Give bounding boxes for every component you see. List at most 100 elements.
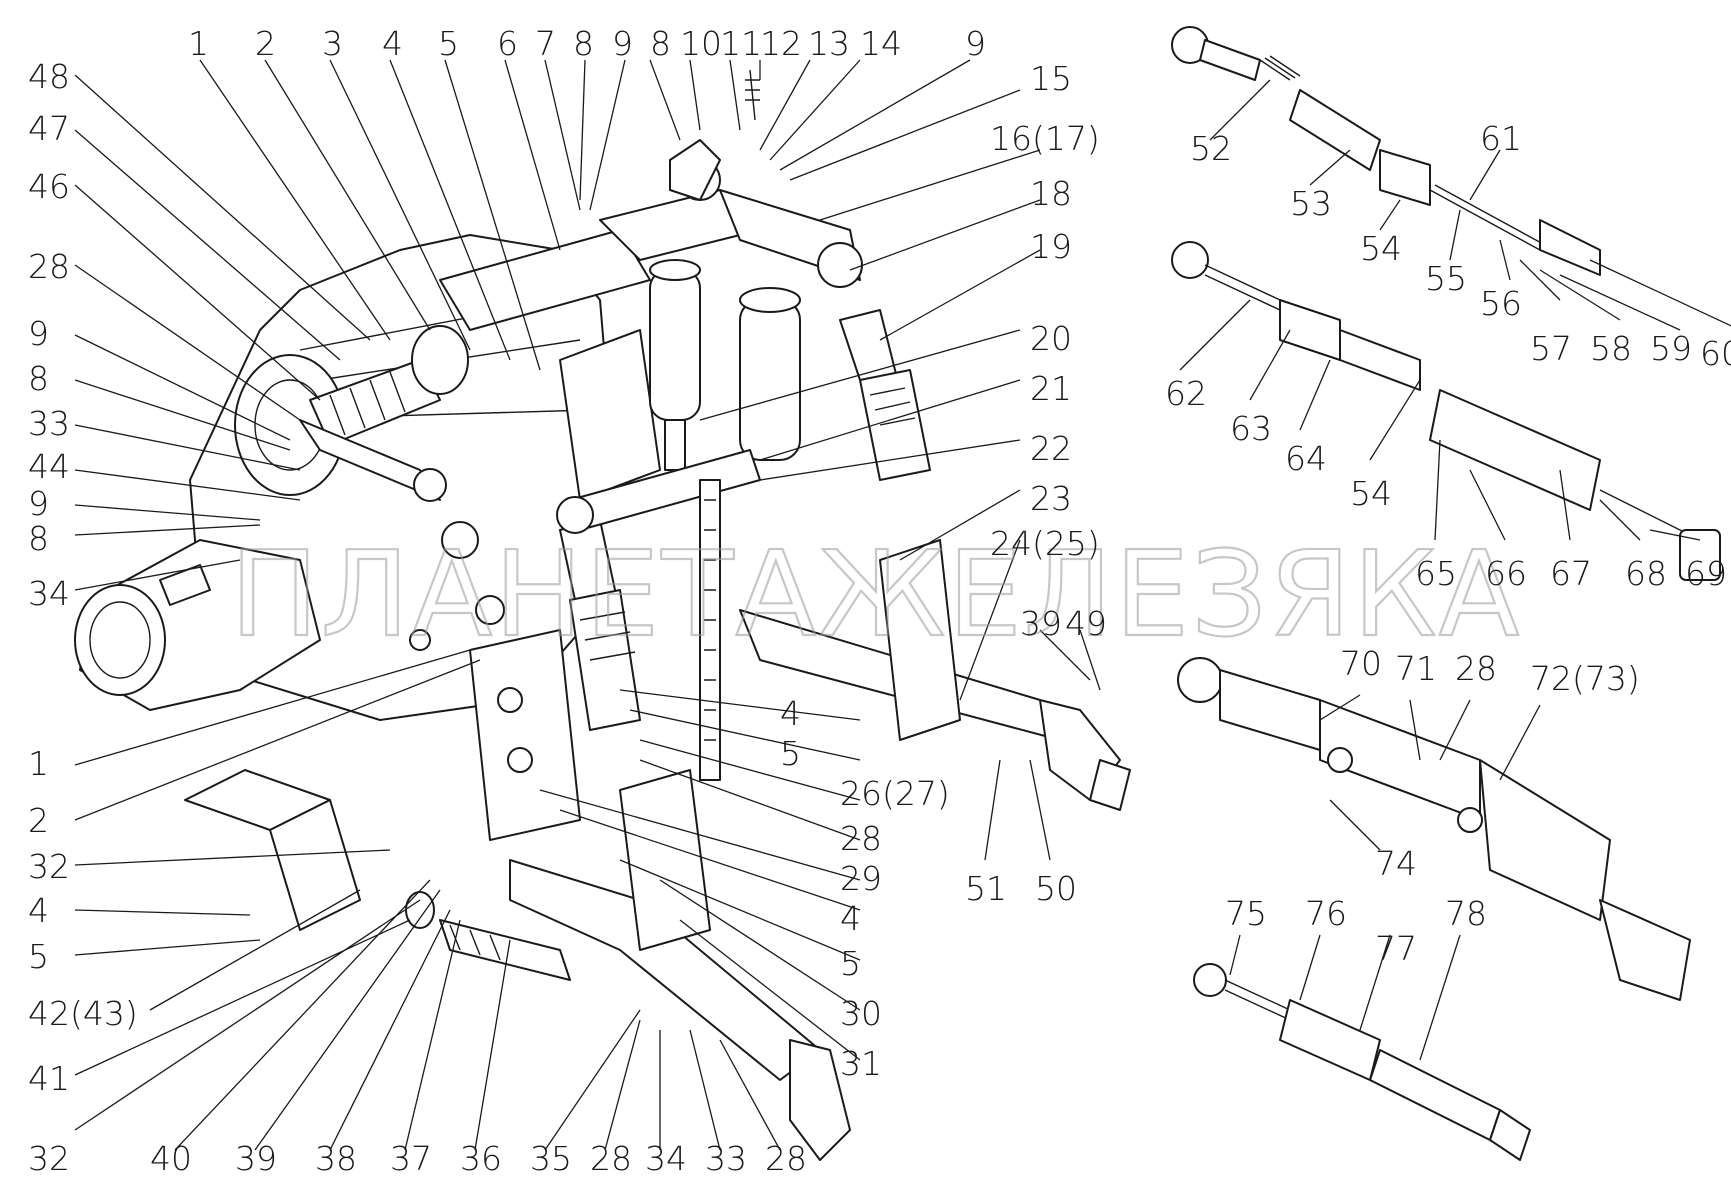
callout-label: 21 [1030, 369, 1072, 408]
callout-label: 54 [1360, 229, 1402, 268]
callout-label: 69 [1685, 554, 1727, 593]
callout-label: 15 [1030, 59, 1072, 98]
top-bracket [439, 189, 761, 501]
callout-label: 64 [1285, 439, 1327, 478]
callout-label: 8 [573, 24, 594, 63]
callout-label: 12 [760, 24, 802, 63]
callout-label: 70 [1340, 644, 1382, 683]
callout-label: 66 [1485, 554, 1527, 593]
callout-label: 39 [1020, 604, 1062, 643]
callout-label: 61 [1480, 119, 1522, 158]
callout-label: 4 [840, 899, 861, 938]
watermark-text: ПЛАНЕТАЖЕЛЕЗЯКА [230, 525, 1521, 663]
callout-label: 16(17) [990, 119, 1100, 158]
lift-cylinder-left [649, 259, 701, 471]
callout-label: 75 [1225, 894, 1267, 933]
lower-bracket-plate [184, 769, 361, 931]
callout-label: 60 [1700, 334, 1731, 373]
leader-lines [74, 59, 1731, 1151]
callout-label: 28 [765, 1139, 807, 1178]
callout-label: 8 [650, 24, 671, 63]
callout-label: 50 [1035, 869, 1077, 908]
callout-label: 33 [705, 1139, 747, 1178]
callout-label: 55 [1425, 259, 1467, 298]
callout-label: 2 [255, 24, 276, 63]
drawbar-rail [699, 479, 721, 781]
callouts-top: 1 2 3 4 5 6 7 8 9 8 10 11 12 13 14 9 15 … [188, 24, 1107, 643]
callout-label: 37 [390, 1139, 432, 1178]
callout-label: 53 [1290, 184, 1332, 223]
callout-label: 7 [535, 24, 556, 63]
callout-label: 22 [1030, 429, 1072, 468]
adjustable-rod-assembly [1171, 241, 1721, 581]
top-link-assembly [1171, 26, 1601, 276]
callout-label: 68 [1625, 554, 1667, 593]
callout-label: 9 [612, 24, 633, 63]
splined-shaft [309, 325, 469, 446]
callout-label: 35 [530, 1139, 572, 1178]
callout-label: 36 [460, 1139, 502, 1178]
callout-label: 24(25) [990, 524, 1100, 563]
callout-label: 30 [840, 994, 882, 1033]
callout-label: 34 [28, 574, 70, 613]
callout-label: 5 [438, 24, 459, 63]
callout-label: 77 [1375, 929, 1417, 968]
callouts-right: 52 53 54 55 56 57 58 59 60 61 62 63 64 5… [1165, 119, 1731, 968]
callout-label: 20 [1030, 319, 1072, 358]
callout-label: 57 [1530, 329, 1572, 368]
callout-label: 23 [1030, 479, 1072, 518]
callout-label: 9 [965, 24, 986, 63]
callout-label: 42(43) [28, 994, 138, 1033]
callout-label: 31 [840, 1044, 882, 1083]
callout-label: 54 [1350, 474, 1392, 513]
callout-label: 74 [1375, 844, 1417, 883]
callout-label: 5 [840, 944, 861, 983]
lower-link-left [509, 769, 851, 1161]
callout-label: 46 [28, 167, 70, 206]
callout-label: 28 [840, 819, 882, 858]
callout-label: 6 [497, 24, 518, 63]
callout-label: 10 [680, 24, 722, 63]
callout-label: 11 [720, 24, 762, 63]
callout-label: 48 [28, 57, 70, 96]
top-link-adjuster [669, 69, 760, 201]
callout-label: 26(27) [840, 774, 950, 813]
callout-label: 67 [1550, 554, 1592, 593]
callout-label: 5 [28, 937, 49, 976]
callout-label: 4 [780, 694, 801, 733]
callout-label: 34 [645, 1139, 687, 1178]
callout-label: 32 [28, 1139, 70, 1178]
callout-label: 28 [590, 1139, 632, 1178]
callouts-bottom: 40 39 38 37 36 35 28 34 33 28 31 30 5 4 … [150, 694, 1077, 1178]
lift-cylinder-right [739, 287, 801, 461]
lower-link-detail [1177, 657, 1691, 1001]
callout-label: 29 [840, 859, 882, 898]
callout-label: 28 [28, 247, 70, 286]
axle-flange [234, 354, 346, 496]
callout-label: 39 [235, 1139, 277, 1178]
callout-label: 72(73) [1530, 659, 1640, 698]
callout-label: 2 [28, 801, 49, 840]
lower-link-right [739, 539, 1131, 811]
lift-rod-right [839, 309, 931, 481]
callout-label: 47 [28, 109, 70, 148]
mount-plate [469, 629, 581, 841]
callout-label: 32 [28, 847, 70, 886]
callout-label: 65 [1415, 554, 1457, 593]
callout-label: 51 [965, 869, 1007, 908]
callout-label: 1 [188, 24, 209, 63]
stabilizer-rod-lower [405, 891, 571, 981]
callout-label: 76 [1305, 894, 1347, 933]
callout-label: 4 [382, 24, 403, 63]
callout-label: 52 [1190, 129, 1232, 168]
callout-label: 56 [1480, 284, 1522, 323]
callout-label: 41 [28, 1059, 70, 1098]
callouts-left: 48 47 46 28 9 8 33 44 9 8 34 1 2 32 4 5 … [28, 57, 138, 1178]
callout-label: 14 [860, 24, 902, 63]
stabilizer-detail [1193, 963, 1531, 1161]
callout-label: 71 [1395, 649, 1437, 688]
callout-label: 9 [28, 484, 49, 523]
callout-label: 49 [1065, 604, 1107, 643]
